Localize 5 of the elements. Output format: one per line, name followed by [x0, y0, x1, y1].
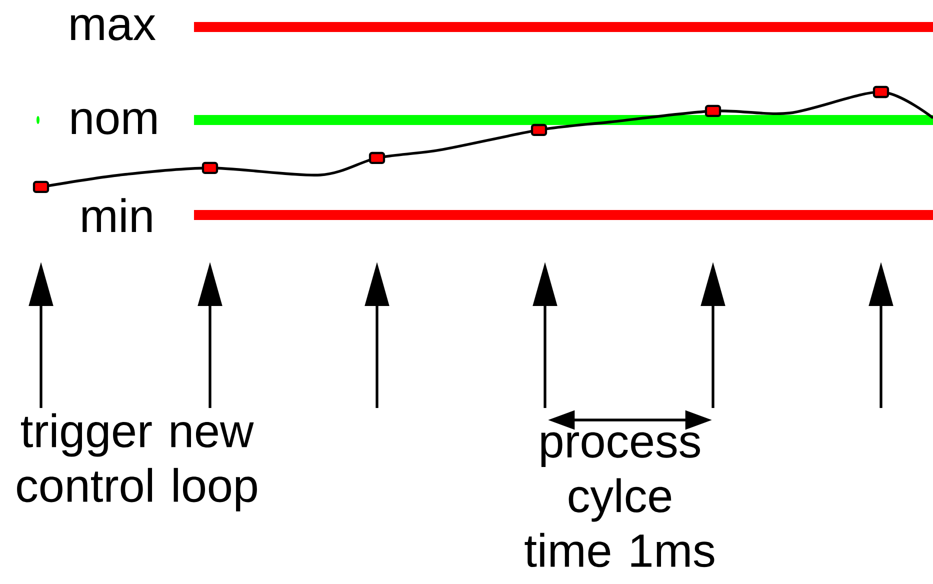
annotation-text: trigger new control loop [17, 413, 257, 512]
annotation-text: process cylce time 1ms [524, 432, 714, 568]
limit-label: min [82, 198, 152, 232]
limit-label: max [71, 14, 156, 40]
limit-label: nom [72, 108, 156, 134]
